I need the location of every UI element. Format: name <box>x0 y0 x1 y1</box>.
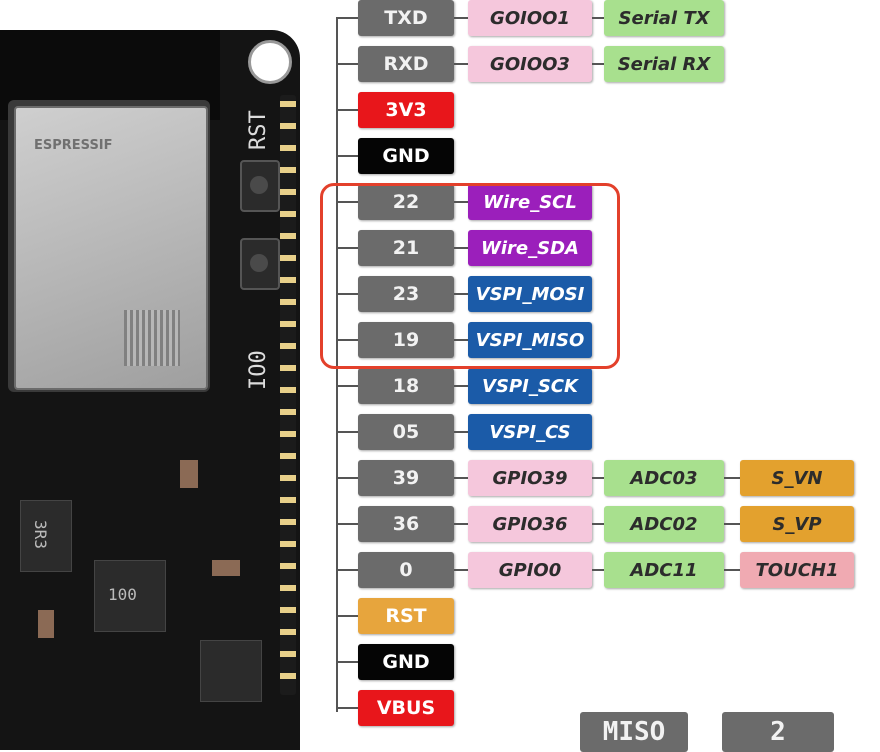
function-connector <box>592 523 604 525</box>
pin-label: 3V3 <box>358 92 454 128</box>
pin-lead-line <box>336 247 358 249</box>
pin-lead-line <box>336 201 358 203</box>
function-connector <box>454 247 468 249</box>
pin-lead-line <box>336 615 358 617</box>
pin-lead-line <box>336 155 358 157</box>
bottom-label-miso: MISO <box>580 712 688 752</box>
pin-label: VBUS <box>358 690 454 726</box>
pin-function-tag: GOIOO1 <box>468 0 592 36</box>
pin-lead-line <box>336 17 358 19</box>
pin-lead-line <box>336 477 358 479</box>
button-cap-icon <box>250 254 268 272</box>
pin-function-tag: Wire_SCL <box>468 184 592 220</box>
pin-lead-line <box>336 569 358 571</box>
highlight-box <box>320 183 620 369</box>
pin-function-tag: VSPI_SCK <box>468 368 592 404</box>
pin-lead-line <box>336 63 358 65</box>
pin-label: TXD <box>358 0 454 36</box>
pin-function-tag: TOUCH1 <box>740 552 854 588</box>
pin-lead-line <box>336 339 358 341</box>
pin-label: 22 <box>358 184 454 220</box>
pin-label: 21 <box>358 230 454 266</box>
function-connector <box>724 477 740 479</box>
pin-function-tag: S_VP <box>740 506 854 542</box>
pin-function-tag: GPIO39 <box>468 460 592 496</box>
function-connector <box>454 17 468 19</box>
pin-function-tag: VSPI_MOSI <box>468 276 592 312</box>
pin-label: 18 <box>358 368 454 404</box>
header-pin-strip <box>280 95 296 695</box>
pin-label: GND <box>358 644 454 680</box>
pin-lead-line <box>336 431 358 433</box>
function-connector <box>592 569 604 571</box>
inductor-chip <box>20 500 72 572</box>
smd-component <box>180 460 198 488</box>
pin-lead-line <box>336 523 358 525</box>
pin-lead-line <box>336 707 358 709</box>
function-connector <box>724 569 740 571</box>
pin-lead-line <box>336 385 358 387</box>
pin-label: 05 <box>358 414 454 450</box>
pin-function-tag: GPIO0 <box>468 552 592 588</box>
pin-label: RXD <box>358 46 454 82</box>
pin-label: GND <box>358 138 454 174</box>
pin-label: 23 <box>358 276 454 312</box>
pin-label: 0 <box>358 552 454 588</box>
function-connector <box>454 431 468 433</box>
module-logo-text: ESPRESSIF <box>34 138 113 153</box>
smd-component <box>38 610 54 638</box>
button-cap-icon <box>250 176 268 194</box>
function-connector <box>724 523 740 525</box>
function-connector <box>592 17 604 19</box>
silk-io0-label: IO0 <box>246 350 271 390</box>
pin-label: 39 <box>358 460 454 496</box>
function-connector <box>454 477 468 479</box>
pin-function-tag: ADC11 <box>604 552 724 588</box>
function-connector <box>454 385 468 387</box>
function-connector <box>454 523 468 525</box>
pin-label: 36 <box>358 506 454 542</box>
function-connector <box>454 569 468 571</box>
io0-button <box>240 238 280 290</box>
component-label: 100 <box>108 585 137 604</box>
pin-function-tag: S_VN <box>740 460 854 496</box>
pin-function-tag: Serial RX <box>604 46 724 82</box>
pin-function-tag: GPIO36 <box>468 506 592 542</box>
pinout-trunk-line <box>336 18 338 712</box>
module-qr-code <box>124 310 180 366</box>
pin-lead-line <box>336 661 358 663</box>
mounting-hole <box>248 40 292 84</box>
ic-chip <box>200 640 262 702</box>
pin-function-tag: ADC02 <box>604 506 724 542</box>
function-connector <box>454 339 468 341</box>
function-connector <box>454 293 468 295</box>
silk-rst-label: RST <box>246 110 271 150</box>
smd-component <box>212 560 240 576</box>
function-connector <box>454 63 468 65</box>
pin-function-tag: GOIOO3 <box>468 46 592 82</box>
function-connector <box>592 63 604 65</box>
pin-function-tag: Wire_SDA <box>468 230 592 266</box>
pin-label: RST <box>358 598 454 634</box>
component-label: 3R3 <box>30 520 50 549</box>
bottom-label-number: 2 <box>722 712 834 752</box>
function-connector <box>454 201 468 203</box>
function-connector <box>592 477 604 479</box>
pin-function-tag: VSPI_MISO <box>468 322 592 358</box>
inductor-chip <box>94 560 166 632</box>
pin-function-tag: ADC03 <box>604 460 724 496</box>
rst-button <box>240 160 280 212</box>
pin-lead-line <box>336 109 358 111</box>
pin-label: 19 <box>358 322 454 358</box>
pin-function-tag: VSPI_CS <box>468 414 592 450</box>
pin-function-tag: Serial TX <box>604 0 724 36</box>
pin-lead-line <box>336 293 358 295</box>
